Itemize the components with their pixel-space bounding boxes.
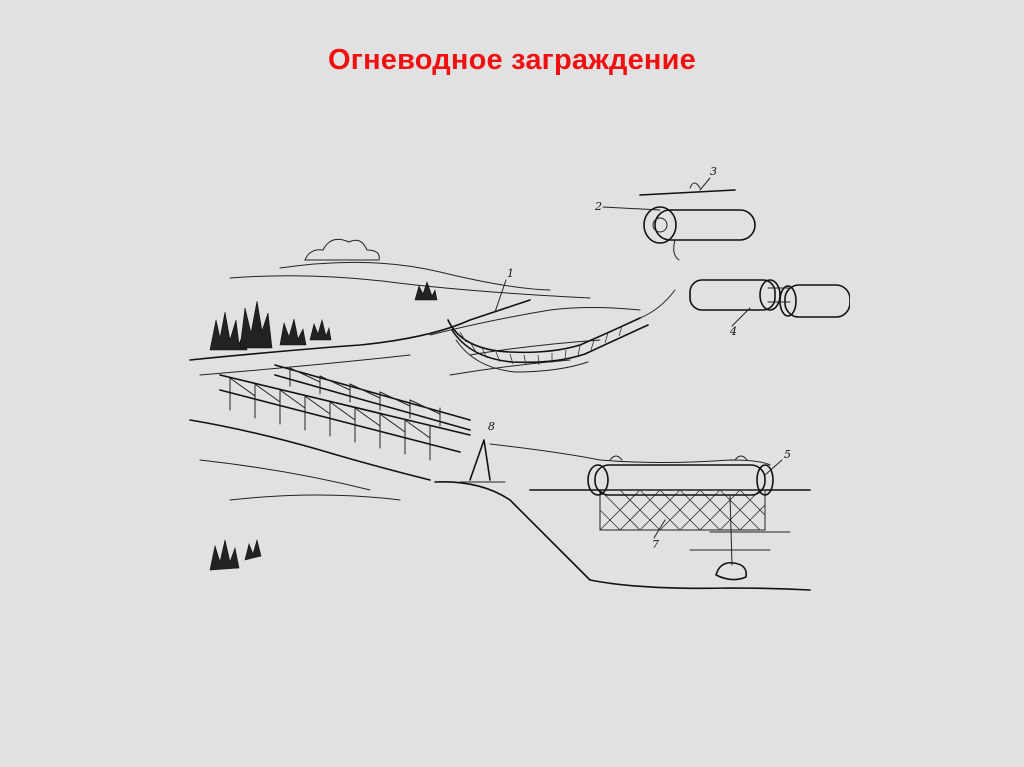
callout-8: 8 (488, 420, 495, 433)
floating-boom (447, 317, 649, 373)
underwater-frame (599, 489, 766, 531)
bushes-near (209, 538, 262, 571)
horizon-line (279, 261, 551, 291)
fire-water-barrier-illustration: 1 2 3 4 5 7 8 (170, 160, 850, 620)
fuel-drum (587, 455, 774, 496)
river-far-bank (189, 299, 531, 361)
detail-drum-end (639, 182, 756, 261)
detail-connected-drums (689, 279, 850, 318)
callout-1: 1 (507, 267, 514, 280)
cloud (304, 238, 380, 261)
callout-5: 5 (784, 448, 791, 461)
near-bank (189, 419, 431, 481)
anchor-rope (639, 289, 676, 319)
callout-2: 2 (594, 200, 602, 213)
callout-4: 4 (729, 325, 737, 338)
suspension-cable (489, 443, 601, 461)
illustration-canvas: 1 2 3 4 5 7 8 (189, 165, 850, 591)
slide-title: Огневодное заграждение (328, 44, 696, 76)
stake (459, 439, 506, 483)
anchor-stone (715, 494, 748, 581)
bridge (219, 364, 471, 461)
callout-3: 3 (710, 165, 717, 178)
bank-profile (434, 481, 811, 591)
bushes-left (209, 281, 438, 351)
callout-7: 7 (652, 538, 659, 551)
